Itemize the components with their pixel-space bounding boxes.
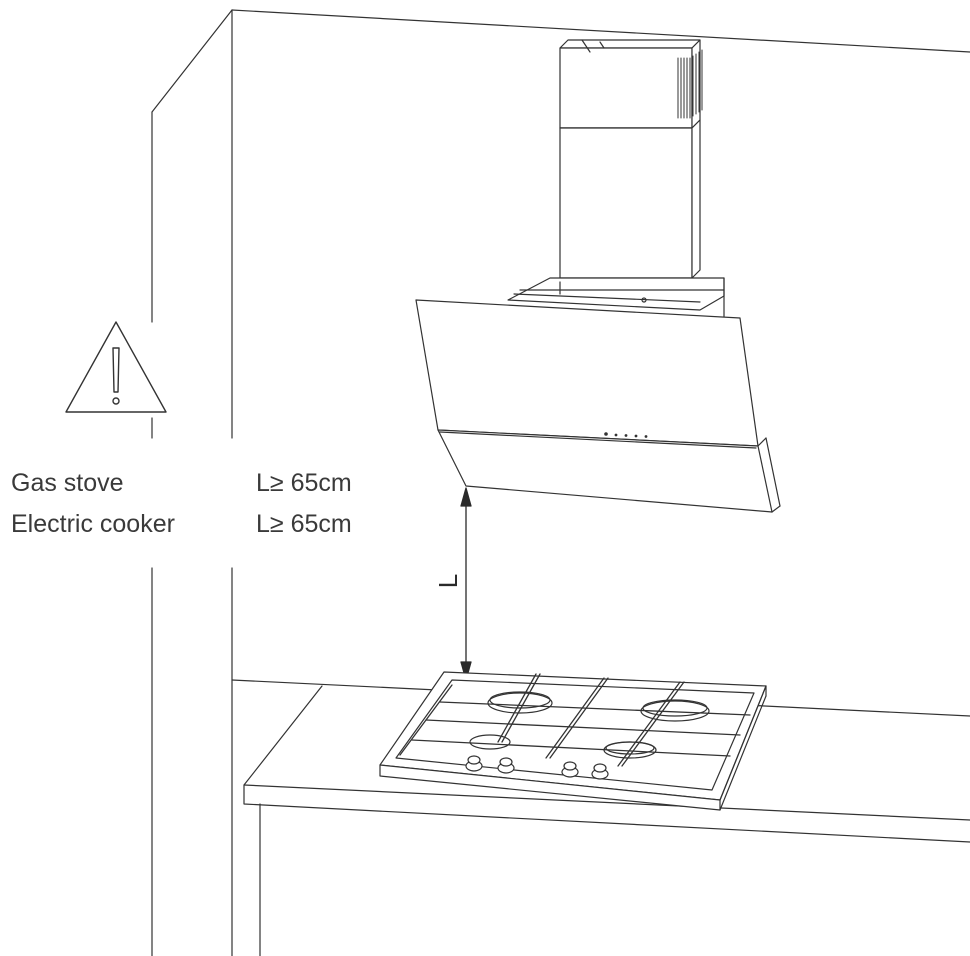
- electric-cooker-rule: L≥ 65cm: [256, 510, 352, 538]
- countertop: [231, 679, 970, 956]
- dimension-arrow: [460, 487, 472, 681]
- room-walls: [151, 9, 970, 956]
- knob: [563, 761, 577, 771]
- gas-stove-label: Gas stove: [11, 469, 124, 497]
- vent-grille: [677, 49, 703, 119]
- gas-hob: [379, 671, 767, 811]
- button-dot: [614, 433, 618, 437]
- burner: [642, 699, 708, 717]
- knob: [499, 757, 513, 767]
- knob: [593, 763, 607, 773]
- burner: [489, 691, 551, 709]
- burner: [605, 741, 655, 755]
- pan-supports: [399, 673, 751, 767]
- knob: [467, 755, 481, 765]
- button-dot: [604, 432, 608, 436]
- hood-chimney: [559, 39, 703, 279]
- button-dot: [634, 434, 638, 438]
- warning-triangle-icon: [65, 321, 167, 413]
- button-dot: [624, 434, 628, 437]
- dimension-label: L: [433, 573, 464, 589]
- hood-top-plate: [507, 277, 725, 319]
- electric-cooker-label: Electric cooker: [11, 510, 175, 538]
- hood-control-buttons: [604, 432, 648, 438]
- control-knobs: [465, 755, 609, 780]
- button-dot: [644, 435, 648, 438]
- gas-stove-rule: L≥ 65cm: [256, 469, 352, 497]
- hood-glass-panel: [415, 299, 781, 513]
